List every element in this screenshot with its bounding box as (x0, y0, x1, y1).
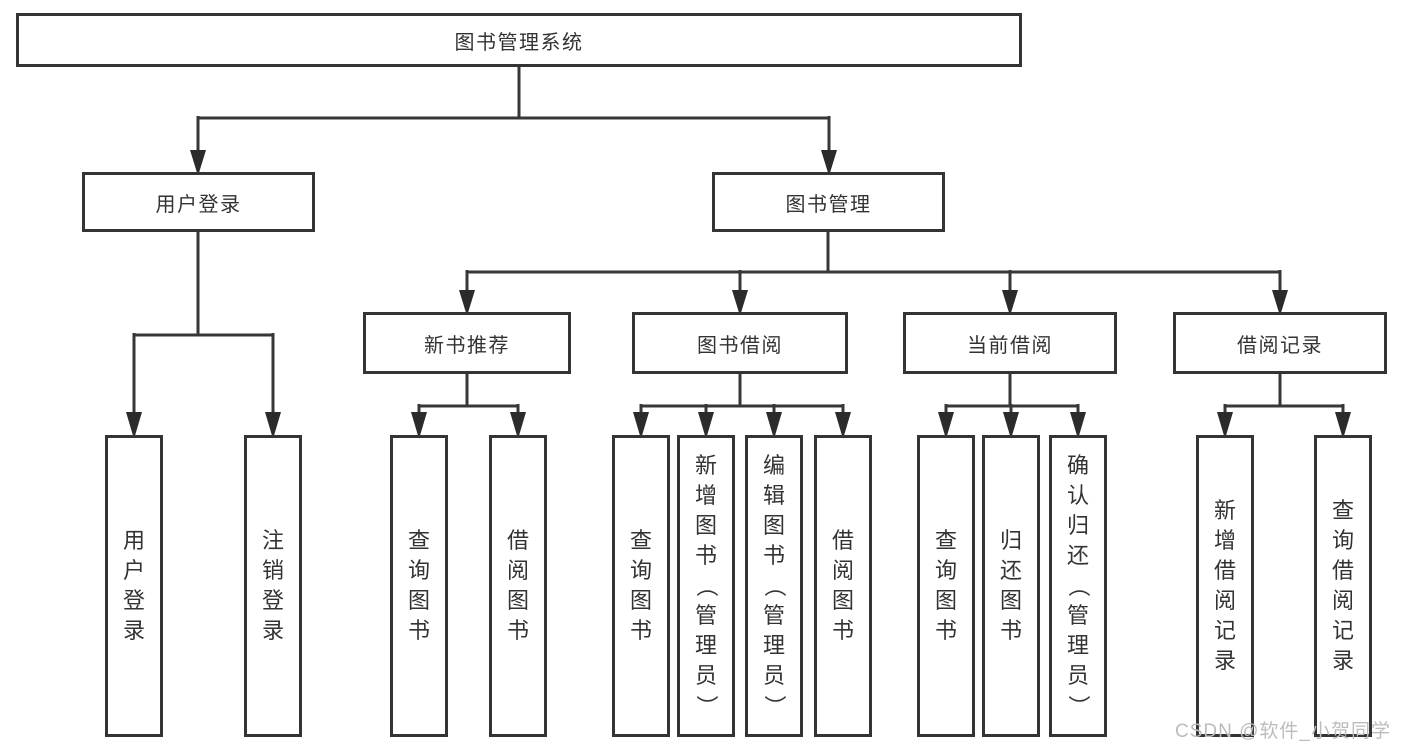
node-label: 新增借阅记录 (1213, 498, 1236, 673)
node-leaf-query-books-3: 查询图书 (917, 435, 975, 737)
node-leaf-logout: 注销登录 (244, 435, 302, 737)
node-label: 确认归还（管理员） (1065, 453, 1091, 718)
node-label: 图书管理系统 (454, 31, 584, 54)
node-label: 用户登录 (155, 193, 242, 216)
node-leaf-confirm-return-admin: 确认归还（管理员） (1049, 435, 1107, 737)
connector-borrow-record-children (1217, 374, 1351, 439)
connector-new-book-recommend-children (411, 374, 526, 439)
node-leaf-add-books-admin: 新增图书（管理员） (677, 435, 735, 737)
node-label: 编辑图书（管理员） (761, 453, 787, 718)
connector-book-management-children (459, 232, 1288, 316)
node-leaf-return-books: 归还图书 (982, 435, 1040, 737)
node-label: 图书管理 (785, 193, 872, 216)
node-label: 查询图书 (629, 528, 652, 643)
node-user-login: 用户登录 (82, 172, 315, 232)
node-leaf-borrow-books-1: 借阅图书 (489, 435, 547, 737)
node-label: 借阅图书 (831, 528, 854, 643)
node-label: 查询借阅记录 (1331, 498, 1354, 673)
node-label: 借阅记录 (1237, 334, 1323, 357)
node-label: 查询图书 (934, 528, 957, 643)
node-current-borrow: 当前借阅 (903, 312, 1117, 374)
node-leaf-query-books-2: 查询图书 (612, 435, 670, 737)
node-leaf-add-borrow-record: 新增借阅记录 (1196, 435, 1254, 737)
node-book-management: 图书管理 (712, 172, 945, 232)
node-label: 查询图书 (407, 528, 430, 643)
watermark: CSDN @软件_小贺同学 (1175, 721, 1391, 742)
node-leaf-borrow-books-2: 借阅图书 (814, 435, 872, 737)
node-leaf-user-login: 用户登录 (105, 435, 163, 737)
node-label: 注销登录 (261, 528, 284, 643)
node-borrow-record: 借阅记录 (1173, 312, 1387, 374)
connector-user-login-children (126, 232, 281, 439)
node-book-borrow: 图书借阅 (632, 312, 848, 374)
node-leaf-edit-books-admin: 编辑图书（管理员） (745, 435, 803, 737)
node-label: 图书借阅 (697, 334, 783, 357)
node-leaf-query-borrow-record: 查询借阅记录 (1314, 435, 1372, 737)
connector-current-borrow-children (938, 374, 1086, 439)
node-label: 借阅图书 (506, 528, 529, 643)
node-new-book-recommend: 新书推荐 (363, 312, 571, 374)
node-label: 新书推荐 (424, 334, 510, 357)
node-label: 当前借阅 (967, 334, 1053, 357)
node-label: 用户登录 (122, 528, 145, 643)
connector-book-borrow-children (633, 374, 851, 439)
connector-root-to-level2 (190, 67, 837, 176)
node-label: 新增图书（管理员） (693, 453, 719, 718)
node-library-system: 图书管理系统 (16, 13, 1022, 67)
node-leaf-query-books-1: 查询图书 (390, 435, 448, 737)
node-label: 归还图书 (999, 528, 1022, 643)
